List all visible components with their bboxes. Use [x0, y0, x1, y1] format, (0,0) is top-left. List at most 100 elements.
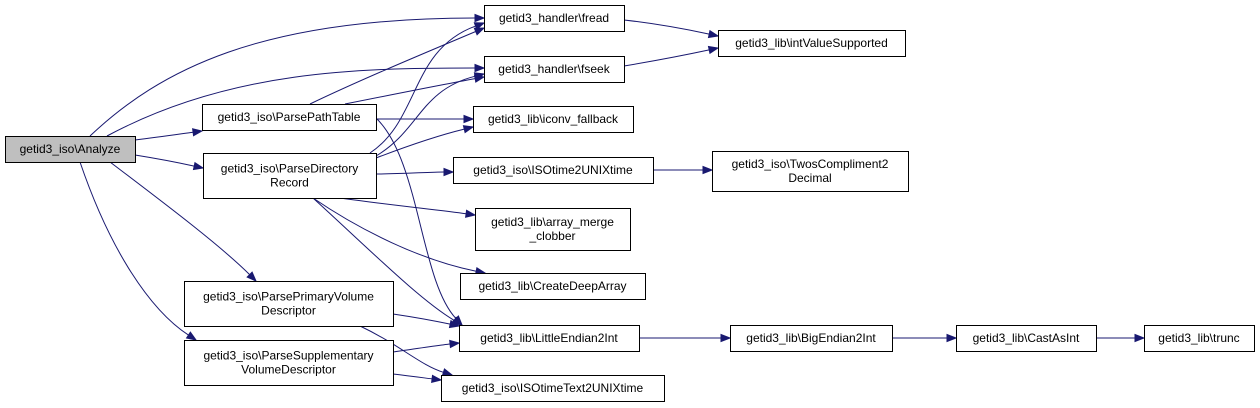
node-label: getid3_iso\ParsePrimaryVolume: [203, 290, 374, 304]
node-intvalue[interactable]: getid3_lib\intValueSupported: [718, 30, 906, 57]
edge-line: [309, 31, 476, 105]
edge-parsesupp-to-isotimetext: [392, 373, 443, 384]
node-parsepathtable[interactable]: getid3_iso\ParsePathTable: [202, 104, 377, 131]
node-createdeep[interactable]: getid3_lib\CreateDeepArray: [460, 273, 646, 300]
arrow-head-icon: [464, 209, 477, 218]
node-label: getid3_iso\ISOtimeText2UNIXtime: [462, 381, 644, 395]
edge-line: [134, 131, 194, 141]
node-box[interactable]: [453, 157, 654, 184]
node-box[interactable]: [475, 208, 631, 251]
edge-parsedirrecord-to-createdeep: [312, 197, 487, 276]
edge-parsedirrecord-to-arraymerge: [339, 197, 477, 218]
node-label: getid3_lib\CastAsInt: [973, 331, 1080, 345]
node-little2int[interactable]: getid3_lib\LittleEndian2Int: [459, 325, 640, 352]
edge-big2int-to-castasint: [891, 333, 958, 343]
node-arraymerge[interactable]: getid3_lib\array_merge_clobber: [475, 208, 631, 251]
edge-line: [312, 197, 455, 321]
node-fread[interactable]: getid3_handler\fread: [484, 5, 625, 32]
arrow-head-icon: [707, 45, 720, 55]
edge-line: [623, 49, 710, 67]
node-castasint[interactable]: getid3_lib\CastAsInt: [956, 325, 1097, 352]
edge-analyze-to-fread: [89, 13, 486, 137]
arrow-head-icon: [463, 114, 475, 124]
edge-line: [339, 197, 467, 215]
arrow-head-icon: [702, 165, 714, 175]
node-box[interactable]: [712, 151, 909, 192]
edge-fseek-to-intvalue: [623, 45, 720, 67]
node-trunc[interactable]: getid3_lib\trunc: [1144, 325, 1255, 352]
node-label: getid3_iso\ParseDirectory: [221, 162, 358, 176]
node-box[interactable]: [730, 325, 893, 352]
node-label: getid3_lib\trunc: [1158, 331, 1239, 345]
edge-little2int-to-big2int: [638, 333, 732, 343]
node-box[interactable]: [956, 325, 1097, 352]
node-box[interactable]: [484, 5, 625, 32]
edges-layer: [79, 13, 1146, 384]
arrow-head-icon: [448, 319, 461, 329]
edge-line: [79, 161, 189, 336]
edge-line: [134, 154, 195, 167]
arrow-head-icon: [473, 22, 486, 31]
edge-line: [375, 171, 445, 175]
node-box[interactable]: [473, 106, 634, 133]
edge-line: [359, 325, 444, 373]
arrow-head-icon: [462, 125, 475, 134]
node-box[interactable]: [184, 281, 394, 327]
arrow-head-icon: [441, 368, 454, 377]
node-label: getid3_iso\ISOtime2UNIXtime: [473, 163, 633, 177]
edge-line: [106, 67, 476, 137]
arrow-head-icon: [1134, 333, 1146, 343]
node-fseek[interactable]: getid3_handler\fseek: [484, 56, 625, 83]
edge-parseprimary-to-little2int: [392, 313, 461, 329]
edge-parsepathtable-to-iconv: [375, 114, 475, 124]
edge-analyze-to-parsepathtable: [134, 128, 204, 141]
node-label: Record: [270, 176, 309, 190]
node-analyze[interactable]: getid3_iso\Analyze: [5, 136, 136, 163]
node-box[interactable]: [184, 340, 394, 386]
edge-analyze-to-fseek: [106, 63, 486, 137]
node-label: getid3_lib\BigEndian2Int: [746, 331, 876, 345]
edge-line: [392, 343, 451, 353]
node-box[interactable]: [1144, 325, 1255, 352]
node-iconv[interactable]: getid3_lib\iconv_fallback: [473, 106, 634, 133]
node-box[interactable]: [202, 104, 377, 131]
edge-line: [392, 313, 451, 325]
node-isotime2unix[interactable]: getid3_iso\ISOtime2UNIXtime: [453, 157, 654, 184]
nodes-layer: getid3_iso\Analyze getid3_iso\ParsePathTa…: [5, 5, 1255, 402]
arrow-head-icon: [707, 29, 720, 39]
node-label: getid3_iso\ParsePathTable: [218, 110, 361, 124]
node-label: getid3_iso\Analyze: [20, 142, 121, 156]
edge-line: [312, 197, 477, 272]
node-box[interactable]: [718, 30, 906, 57]
arrow-head-icon: [431, 374, 443, 384]
node-box[interactable]: [5, 136, 136, 163]
node-box[interactable]: [484, 56, 625, 83]
node-label: getid3_iso\ParseSupplementary: [203, 349, 373, 363]
node-box[interactable]: [459, 325, 640, 352]
node-label: getid3_lib\intValueSupported: [735, 36, 888, 50]
node-box[interactable]: [203, 153, 377, 199]
edge-fread-to-intvalue: [623, 19, 720, 39]
node-label: getid3_handler\fread: [499, 11, 609, 25]
edge-parsedirrecord-to-iconv: [375, 125, 475, 159]
edge-line: [392, 373, 433, 380]
node-label: getid3_iso\TwosCompliment2: [732, 157, 889, 171]
node-big2int[interactable]: getid3_lib\BigEndian2Int: [730, 325, 893, 352]
node-label: getid3_handler\fseek: [498, 62, 610, 76]
node-box[interactable]: [460, 273, 646, 300]
edge-line: [375, 128, 465, 159]
node-isotimetext[interactable]: getid3_iso\ISOtimeText2UNIXtime: [441, 375, 665, 402]
node-parsesupp[interactable]: getid3_iso\ParseSupplementaryVolumeDescr…: [184, 340, 394, 386]
arrow-head-icon: [473, 27, 486, 36]
arrow-head-icon: [474, 63, 486, 73]
node-label: getid3_lib\iconv_fallback: [488, 112, 619, 126]
node-box[interactable]: [441, 375, 665, 402]
node-label: Decimal: [788, 171, 831, 185]
node-label: VolumeDescriptor: [241, 363, 336, 377]
arrow-head-icon: [473, 72, 486, 81]
edge-castasint-to-trunc: [1095, 333, 1146, 343]
